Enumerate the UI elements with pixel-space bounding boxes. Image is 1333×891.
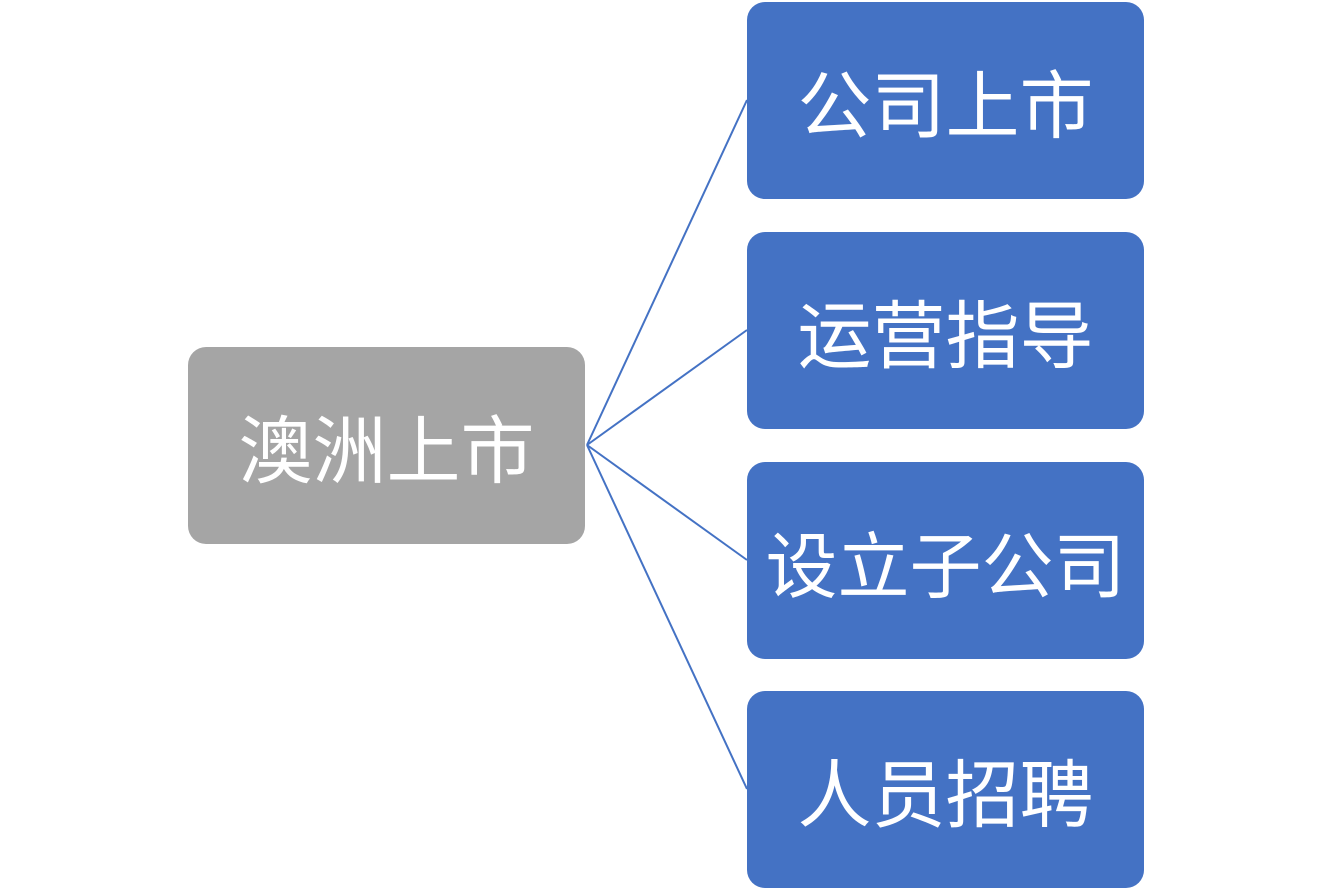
child-node-label: 公司上市 [797, 64, 1094, 150]
child-node-label: 设立子公司 [765, 525, 1126, 609]
child-node-subsidiary-setup: 设立子公司 [747, 462, 1144, 659]
child-node-company-listing: 公司上市 [747, 2, 1144, 199]
connector-line-subsidiary-setup [586, 444, 748, 561]
connector-line-company-listing [586, 99, 748, 446]
child-node-operations-guidance: 运营指导 [747, 232, 1144, 429]
child-node-label: 运营指导 [797, 294, 1094, 380]
child-node-label: 人员招聘 [797, 753, 1094, 839]
root-node: 澳洲上市 [188, 347, 585, 544]
connector-line-staff-recruitment [586, 444, 748, 790]
connector-line-operations-guidance [586, 329, 748, 446]
root-node-label: 澳洲上市 [238, 409, 535, 495]
child-node-staff-recruitment: 人员招聘 [747, 691, 1144, 888]
